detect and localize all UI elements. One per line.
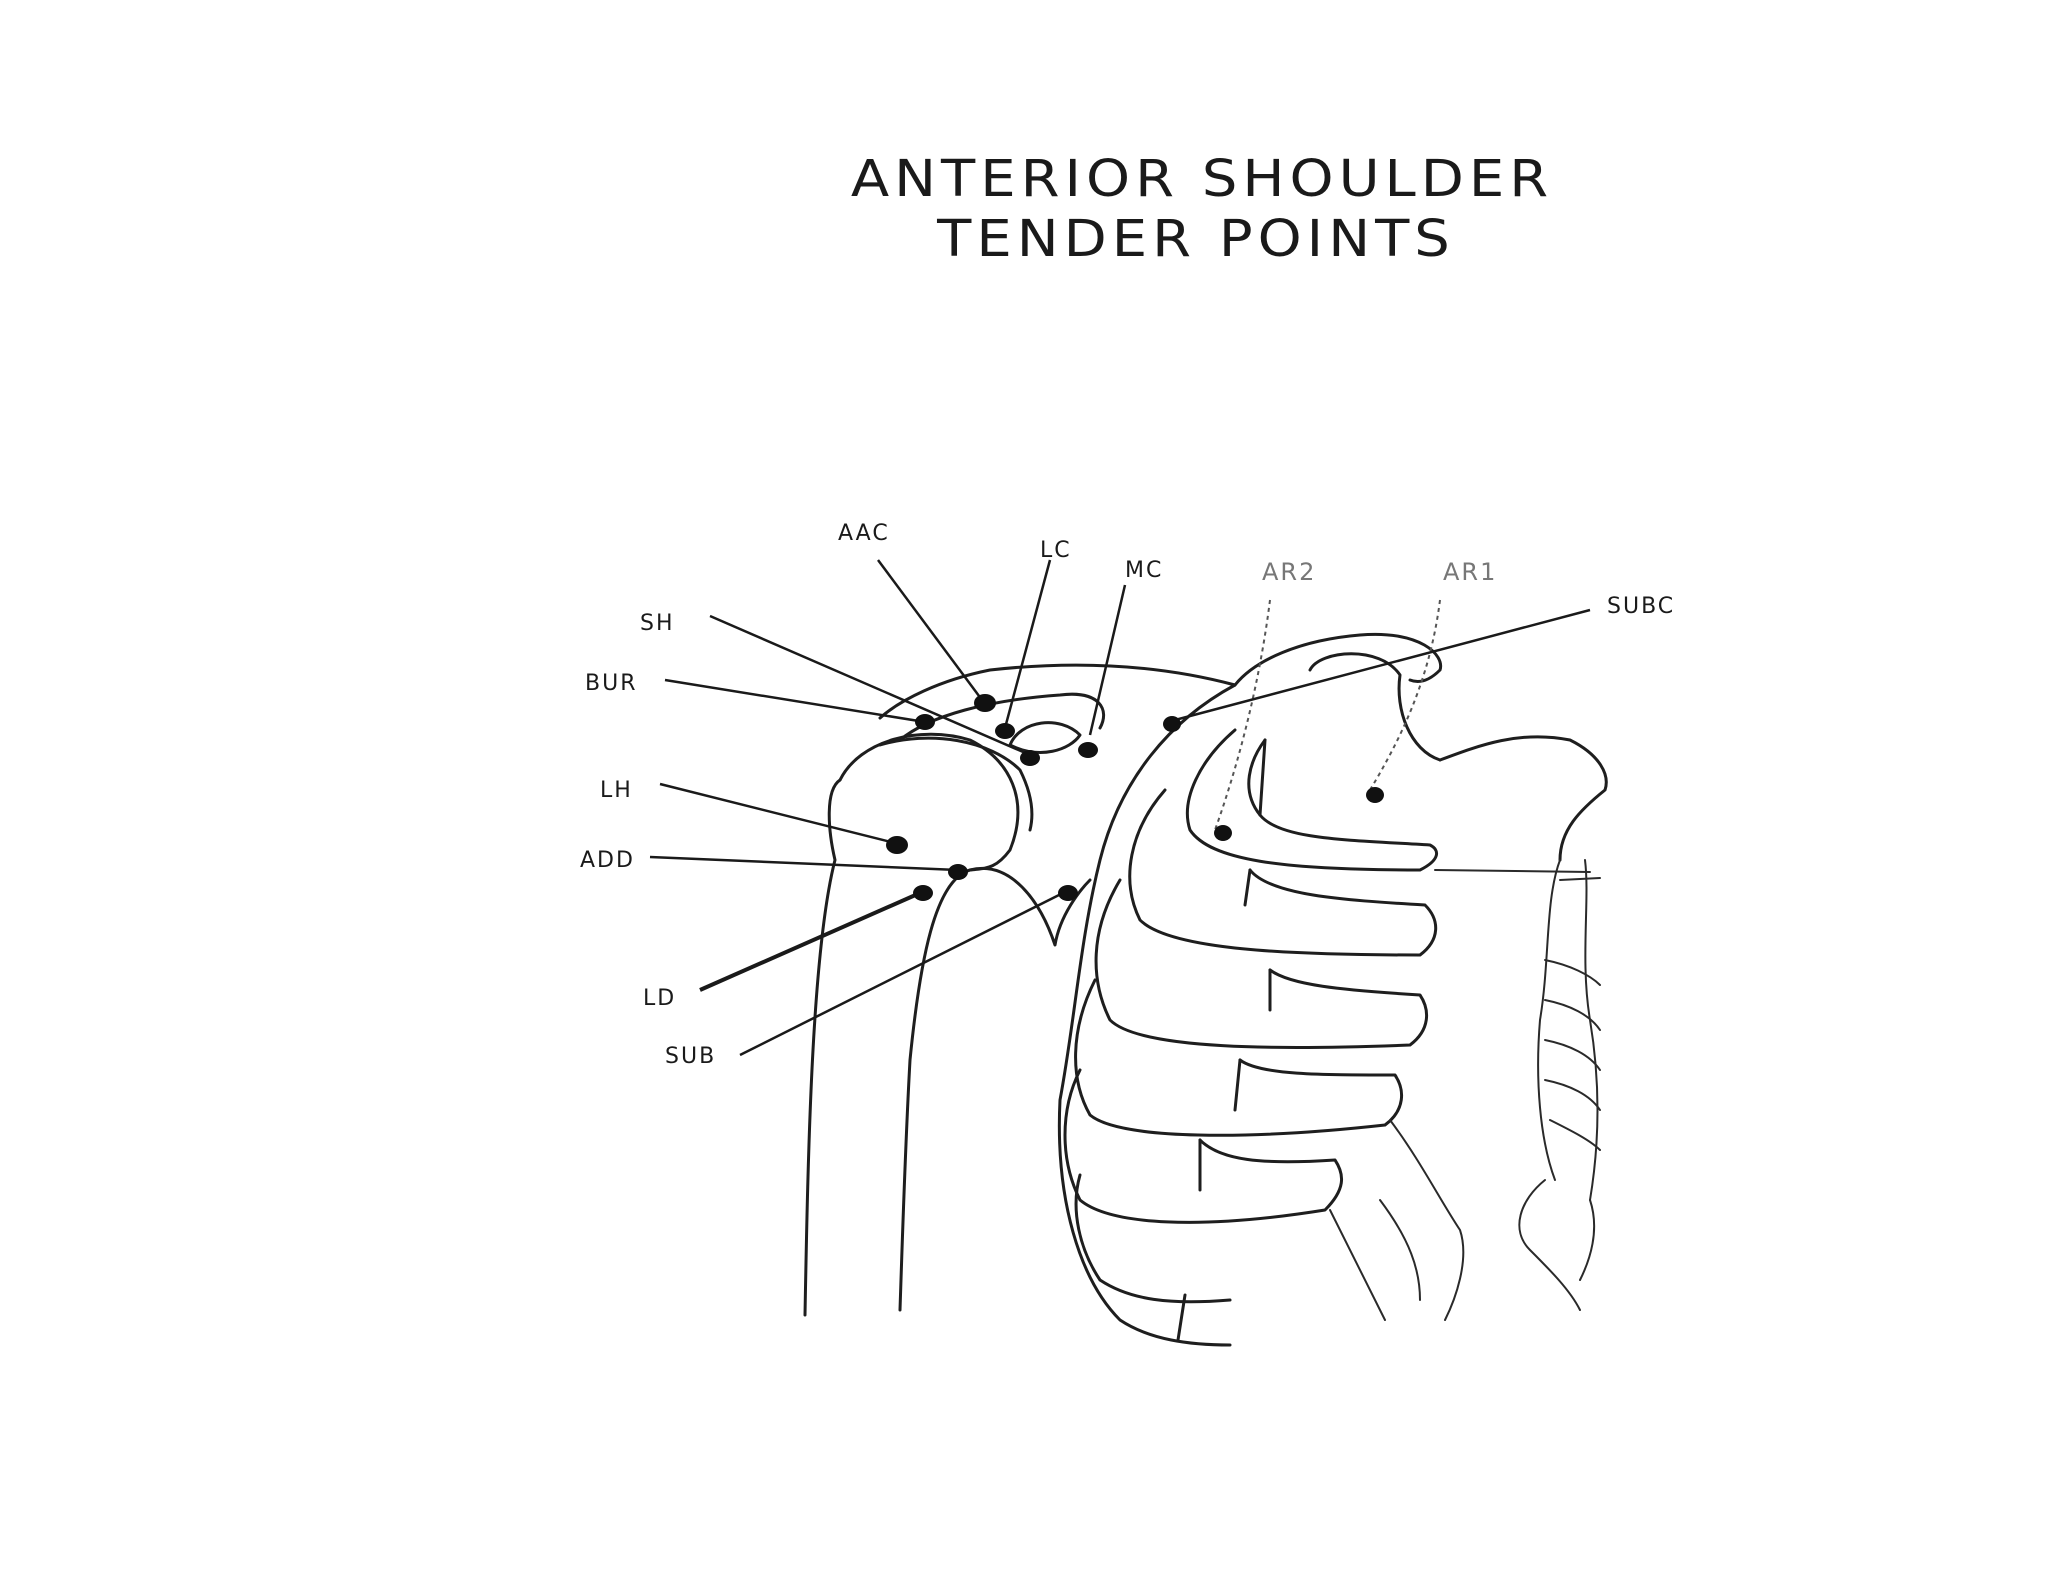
point-lc bbox=[995, 723, 1015, 739]
leader-sub bbox=[739, 890, 1066, 1057]
costal-line-2 bbox=[1559, 877, 1601, 881]
rib-end-cap-2 bbox=[1243, 868, 1252, 907]
costal-line-1 bbox=[1434, 869, 1591, 873]
label-sub: SUB bbox=[665, 1044, 716, 1069]
rib-1 bbox=[1185, 728, 1438, 872]
label-subc: SUBC bbox=[1607, 594, 1675, 619]
leader-aac bbox=[876, 559, 984, 701]
label-ar1: AR1 bbox=[1443, 558, 1497, 586]
label-sh: SH bbox=[640, 611, 675, 636]
tender-points bbox=[886, 694, 1384, 901]
point-lh bbox=[886, 836, 908, 854]
leader-lc bbox=[1003, 559, 1052, 729]
point-ar1 bbox=[1366, 787, 1384, 803]
label-add: ADD bbox=[580, 848, 635, 873]
rib-4 bbox=[1074, 978, 1404, 1137]
leader-subc bbox=[1174, 608, 1591, 722]
acromion-outline bbox=[878, 736, 1034, 832]
leader-lines bbox=[649, 559, 1591, 1057]
point-sub bbox=[1058, 885, 1078, 901]
rib-6 bbox=[1074, 1173, 1232, 1304]
leader-sh bbox=[709, 614, 1031, 757]
label-lc: LC bbox=[1040, 538, 1072, 563]
ar1-guide-line bbox=[1369, 599, 1441, 791]
title-line-2: TENDER POINTS bbox=[937, 210, 1455, 269]
scapula-outline bbox=[1233, 632, 1443, 687]
title-line-1: ANTERIOR SHOULDER bbox=[850, 150, 1554, 209]
arm-inner-outline bbox=[898, 868, 972, 1312]
leader-ld bbox=[699, 891, 921, 992]
rib-3 bbox=[1094, 878, 1429, 1049]
point-sh bbox=[1020, 750, 1040, 766]
axilla-outline bbox=[968, 867, 1092, 947]
label-bur: BUR bbox=[585, 671, 637, 696]
label-ar2: AR2 bbox=[1262, 558, 1316, 586]
coracoid-outline bbox=[1008, 721, 1082, 754]
lower-rib-line-1 bbox=[1389, 1119, 1465, 1321]
rib-end-cap-1 bbox=[1258, 738, 1267, 817]
leader-add bbox=[649, 855, 959, 872]
arm-outer-outline bbox=[803, 778, 842, 1317]
lower-rib-line-3 bbox=[1329, 1209, 1386, 1321]
costal-line-3 bbox=[1544, 959, 1601, 986]
rib-5 bbox=[1063, 1068, 1344, 1224]
clavicle-outline bbox=[878, 663, 1237, 720]
point-subc bbox=[1163, 716, 1181, 732]
label-ld: LD bbox=[643, 986, 676, 1011]
point-labels: AAC LC MC AR2 AR1 SUBC SH BUR LH ADD LD … bbox=[580, 521, 1675, 1069]
leader-lh bbox=[659, 782, 896, 845]
lower-rib-line-4 bbox=[1518, 1179, 1581, 1311]
point-mc bbox=[1078, 742, 1098, 758]
ar2-guide-line bbox=[1214, 599, 1271, 831]
costal-line-7 bbox=[1549, 1119, 1601, 1151]
sternal-edge-right bbox=[1584, 859, 1599, 1201]
lower-rib-line-2 bbox=[1379, 1199, 1421, 1301]
scapula-spine-outline bbox=[1308, 652, 1442, 762]
label-lh: LH bbox=[600, 778, 633, 803]
costal-line-5 bbox=[1544, 1039, 1601, 1071]
rib-2 bbox=[1128, 788, 1438, 957]
label-mc: MC bbox=[1125, 558, 1163, 583]
humeral-head-outline bbox=[838, 732, 1020, 872]
sternum-outline bbox=[1438, 735, 1608, 862]
costal-line-6 bbox=[1544, 1079, 1601, 1111]
sternal-edge-left bbox=[1537, 859, 1561, 1181]
point-ld bbox=[913, 885, 933, 901]
lower-rib-line-5 bbox=[1579, 1199, 1596, 1281]
point-aac bbox=[974, 694, 996, 712]
point-add bbox=[948, 864, 968, 880]
rib-end-cap-6 bbox=[1176, 1293, 1187, 1342]
point-bur bbox=[915, 714, 935, 730]
leader-mc bbox=[1088, 584, 1127, 736]
ribcage-outer-outline bbox=[1057, 683, 1237, 1347]
costal-line-4 bbox=[1544, 999, 1601, 1031]
rib-end-cap-4 bbox=[1233, 1058, 1242, 1112]
label-aac: AAC bbox=[838, 521, 890, 546]
point-ar2 bbox=[1214, 825, 1232, 841]
leader-bur bbox=[664, 678, 926, 724]
